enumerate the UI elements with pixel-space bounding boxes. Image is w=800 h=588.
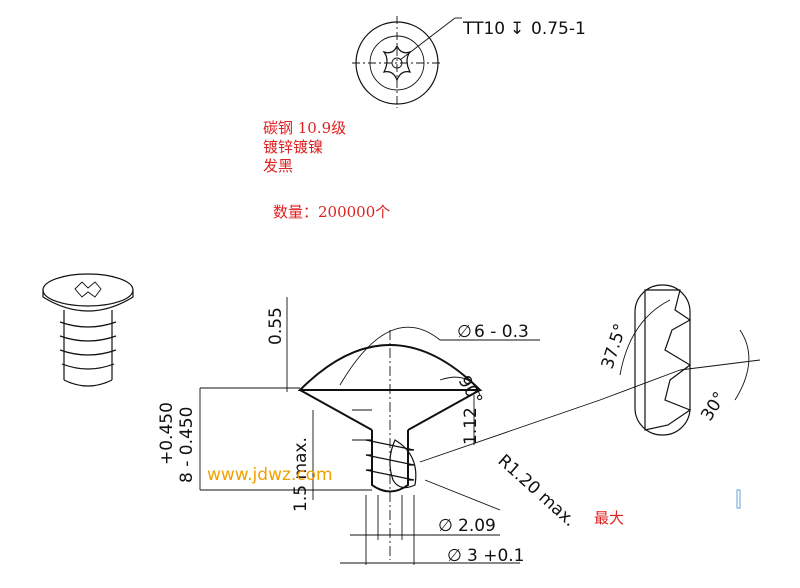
head-angle-dim: 90° bbox=[454, 373, 486, 409]
thread-detail bbox=[599, 284, 761, 436]
screw-isometric bbox=[42, 273, 134, 387]
text-cursor-icon bbox=[736, 489, 741, 509]
flank-angle-dim: 37.5° bbox=[598, 321, 631, 371]
head-top-view bbox=[352, 16, 462, 108]
incomplete-thread-dim: 1.5 max. bbox=[291, 437, 311, 512]
head-diameter-dim: 6 - 0.3 bbox=[474, 322, 529, 342]
drive-label: TT10 bbox=[462, 19, 505, 39]
head-diameter-symbol: ∅ bbox=[457, 322, 472, 342]
dimension-lines bbox=[199, 297, 601, 565]
plating-note: 镀锌镀镍 bbox=[263, 138, 323, 156]
finish-note: 发黑 bbox=[263, 157, 293, 175]
drive-depth: 0.75-1 bbox=[531, 19, 586, 39]
tip-angle-dim: 30° bbox=[697, 388, 730, 424]
core-diameter-dim: 2.09 bbox=[458, 516, 496, 536]
radius-dim: R1.20 max. bbox=[494, 451, 580, 531]
thread-diameter-dim: 3 +0.1 bbox=[467, 546, 525, 566]
watermark: www.jdwz.com bbox=[207, 465, 333, 485]
head-height-dim: 0.55 bbox=[266, 307, 286, 345]
depth-icon: ↧ bbox=[510, 19, 524, 39]
quantity-note: 数量：200000个 bbox=[273, 203, 390, 221]
core-diameter-symbol: ∅ bbox=[438, 516, 453, 536]
screw-side-view bbox=[297, 330, 483, 560]
max-label: 最大 bbox=[594, 509, 624, 527]
gap-dim: 1.12 bbox=[461, 407, 481, 445]
side-tol-dim: +0.450 bbox=[157, 402, 177, 465]
thread-diameter-symbol: ∅ bbox=[447, 546, 462, 566]
length-dim: 8 - 0.450 bbox=[177, 407, 197, 483]
material-note: 碳钢 10.9级 bbox=[263, 119, 346, 137]
